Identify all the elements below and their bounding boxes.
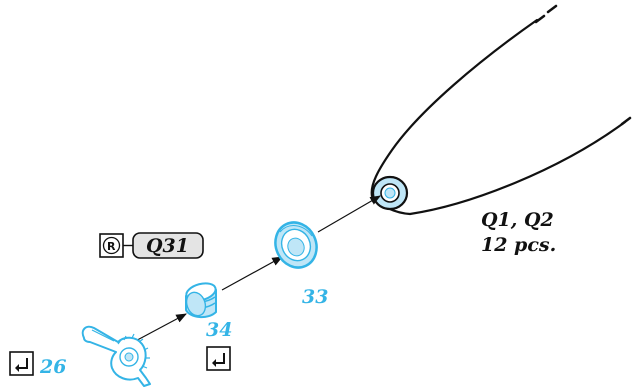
part-33-washer	[274, 221, 318, 269]
svg-text:R: R	[107, 240, 116, 253]
part-26-lever-tool	[81, 325, 151, 387]
callout-34: 34	[206, 319, 232, 341]
callout-33: 33	[302, 286, 328, 308]
tube-opening	[371, 175, 409, 211]
return-arrow-icon	[206, 346, 231, 371]
registered-r-icon: R	[102, 236, 121, 255]
reference-badge: R Q31	[99, 232, 204, 259]
reference-badge-label: Q31	[146, 235, 189, 257]
quantity-line-2: 12 pcs.	[481, 234, 556, 256]
assembly-arrows	[127, 195, 381, 346]
return-arrow-icon	[9, 351, 34, 376]
part-34-plug	[185, 282, 217, 318]
callout-26: 26	[39, 356, 66, 378]
housing-tube	[370, 4, 632, 216]
quantity-line-1: Q1, Q2	[481, 209, 554, 231]
